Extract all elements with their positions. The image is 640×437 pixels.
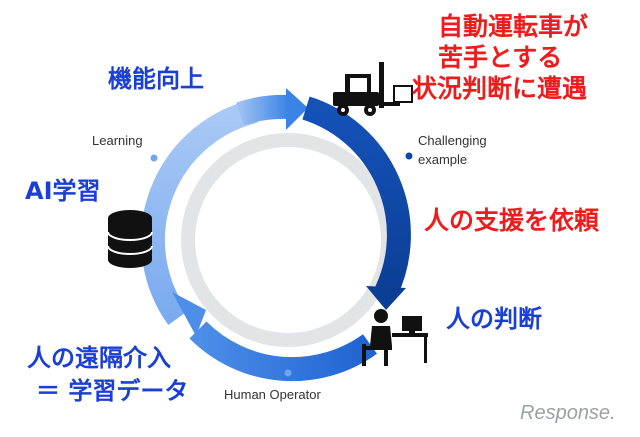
label-remote-intervention-1: 人の遠隔介入 [27, 344, 171, 372]
cycle-arc-right [302, 96, 411, 298]
dot-challenging [405, 152, 413, 160]
label-difficult-situation-3: 状況判断に遭遇 [412, 74, 588, 103]
cycle-arc-top [236, 94, 289, 126]
label-learning: Learning [92, 133, 143, 148]
label-difficult-situation-1: 自動運転車が [438, 12, 589, 41]
label-example: example [418, 152, 468, 167]
label-human-operator: Human Operator [224, 387, 321, 402]
arrowhead-bottom [172, 292, 206, 336]
label-difficult-situation-2: 苦手とする [438, 43, 563, 72]
label-request-human-support: 人の支援を依頼 [424, 206, 600, 235]
arrowhead-right [366, 286, 406, 310]
label-remote-intervention-2: ＝ 学習データ [36, 377, 189, 405]
label-ai-learning: AI学習 [25, 177, 101, 205]
dot-human-operator [284, 369, 292, 377]
label-challenging: Challenging [418, 133, 487, 148]
inner-ring [181, 133, 395, 347]
operator-at-desk-icon [362, 309, 428, 366]
label-capability-improvement: 機能向上 [108, 65, 204, 93]
dot-learning [150, 154, 158, 162]
arrowhead-top [286, 88, 308, 130]
label-human-judgment: 人の判断 [446, 305, 542, 333]
response-watermark: Response. [520, 402, 616, 424]
forklift-icon [333, 62, 413, 116]
cycle-arc-left [140, 99, 258, 325]
database-icon [107, 210, 153, 268]
cycle-arc-bottom [189, 321, 378, 382]
